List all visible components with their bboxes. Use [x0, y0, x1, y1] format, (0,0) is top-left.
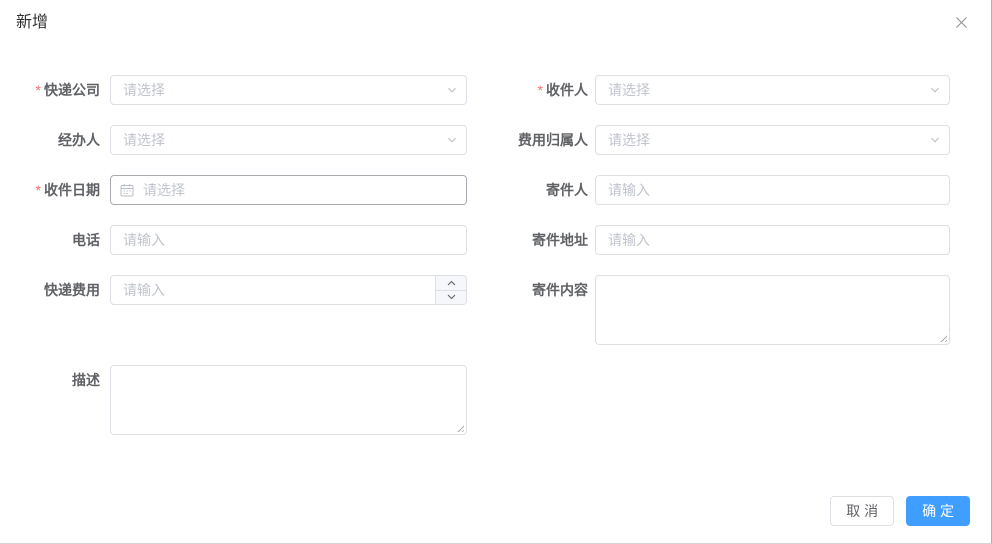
field-fee-owner: 费用归属人 请选择	[480, 125, 950, 155]
number-stepper	[435, 276, 466, 304]
handler-placeholder: 请选择	[123, 132, 165, 148]
stepper-down-button[interactable]	[436, 291, 466, 305]
express-company-select[interactable]: 请选择	[110, 75, 467, 105]
fee-owner-placeholder: 请选择	[608, 132, 650, 148]
recipient-select[interactable]: 请选择	[595, 75, 950, 105]
form-row-6: 描述	[16, 365, 975, 435]
field-mail-content: 寄件内容	[480, 275, 950, 345]
field-express-company: *快递公司 请选择	[16, 75, 467, 105]
receipt-date-label: *收件日期	[35, 182, 100, 198]
field-handler: 经办人 请选择	[16, 125, 467, 155]
form-row-2: 经办人 请选择 费用归属人 请选择	[16, 125, 975, 155]
confirm-button[interactable]: 确 定	[906, 496, 970, 526]
fee-owner-select[interactable]: 请选择	[595, 125, 950, 155]
cancel-button[interactable]: 取 消	[830, 496, 895, 526]
description-textarea[interactable]	[110, 365, 467, 435]
sender-address-input[interactable]	[595, 225, 950, 255]
required-mark: *	[35, 82, 41, 98]
required-mark: *	[537, 82, 543, 98]
recipient-placeholder: 请选择	[608, 82, 650, 98]
form-row-3: *收件日期	[16, 175, 975, 205]
form-row-5: 快递费用 寄件内容	[16, 275, 975, 345]
field-receipt-date: *收件日期	[16, 175, 467, 205]
receipt-date-input[interactable]	[110, 175, 467, 205]
dialog-header: 新增	[0, 0, 991, 34]
express-fee-label: 快递费用	[44, 282, 100, 298]
express-company-label: *快递公司	[35, 82, 100, 98]
sender-label: 寄件人	[546, 182, 588, 198]
close-icon[interactable]	[951, 12, 971, 32]
sender-address-label: 寄件地址	[532, 232, 588, 248]
field-express-fee: 快递费用	[16, 275, 467, 305]
express-company-placeholder: 请选择	[123, 82, 165, 98]
mail-content-textarea[interactable]	[595, 275, 950, 345]
recipient-label: *收件人	[537, 82, 588, 98]
express-fee-input[interactable]	[110, 275, 467, 305]
field-sender: 寄件人	[480, 175, 950, 205]
fee-owner-label: 费用归属人	[518, 132, 588, 148]
form-row-4: 电话 寄件地址	[16, 225, 975, 255]
dialog-title: 新增	[16, 14, 49, 31]
phone-label: 电话	[72, 232, 100, 248]
stepper-up-button[interactable]	[436, 276, 466, 291]
dialog-body: *快递公司 请选择 *收件人 请选择	[0, 34, 991, 435]
field-recipient: *收件人 请选择	[480, 75, 950, 105]
required-mark: *	[35, 182, 41, 198]
handler-select[interactable]: 请选择	[110, 125, 467, 155]
form-row-1: *快递公司 请选择 *收件人 请选择	[16, 75, 975, 105]
handler-label: 经办人	[58, 132, 100, 148]
dialog-footer: 取 消 确 定	[830, 496, 970, 526]
field-phone: 电话	[16, 225, 467, 255]
mail-content-label: 寄件内容	[532, 282, 588, 298]
sender-input[interactable]	[595, 175, 950, 205]
field-sender-address: 寄件地址	[480, 225, 950, 255]
description-label: 描述	[72, 372, 100, 388]
field-description: 描述	[16, 365, 467, 435]
phone-input[interactable]	[110, 225, 467, 255]
